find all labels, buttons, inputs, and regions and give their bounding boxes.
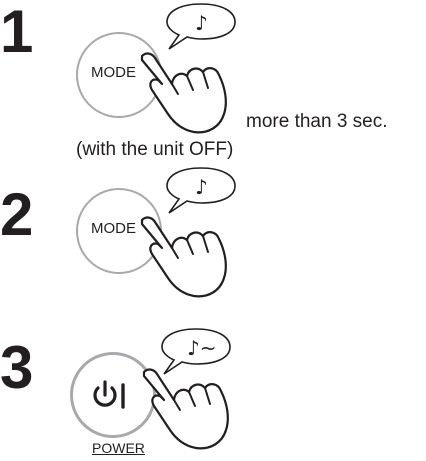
mode-button-label: MODE: [91, 220, 136, 237]
music-note-icon: ♪: [195, 175, 208, 199]
power-icon: [93, 380, 125, 409]
step-number: 1: [0, 0, 34, 65]
beep-speech-bubble: ♪: [166, 167, 236, 214]
pressing-hand-icon: [140, 216, 227, 298]
music-note-icon: ♪: [195, 11, 208, 35]
pressing-hand-icon: [142, 368, 229, 450]
unit-off-condition-text: (with the unit OFF): [76, 139, 234, 160]
step-number: 3: [0, 334, 34, 401]
step-number: 2: [0, 181, 34, 248]
mode-button-label: MODE: [91, 64, 136, 81]
pressing-hand-icon: [140, 52, 227, 134]
mode-button[interactable]: MODE: [76, 32, 162, 118]
power-button-caption: POWER: [92, 440, 145, 456]
long-beep-icon: ♪~: [187, 336, 217, 360]
power-button[interactable]: [70, 352, 156, 438]
beep-speech-bubble: ♪: [166, 3, 236, 50]
hold-duration-text: more than 3 sec.: [246, 111, 388, 132]
beep-speech-bubble: ♪~: [161, 328, 231, 375]
